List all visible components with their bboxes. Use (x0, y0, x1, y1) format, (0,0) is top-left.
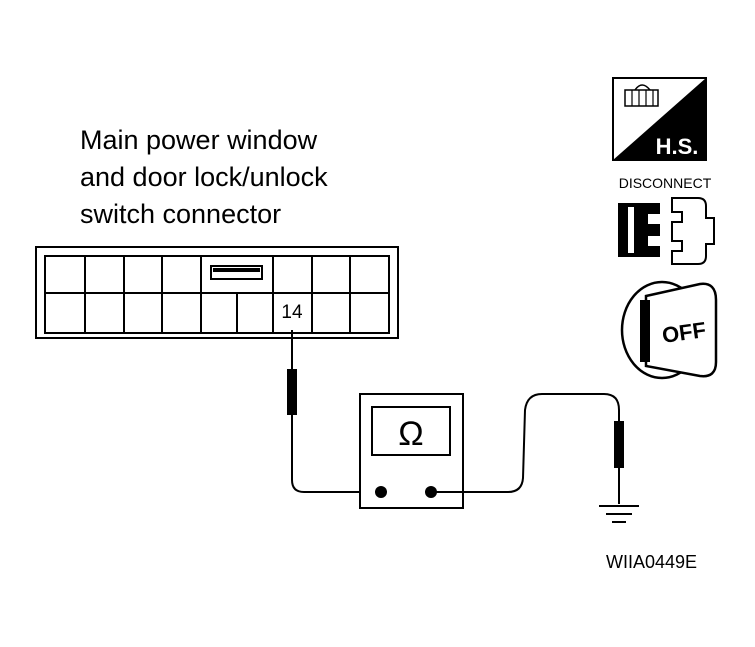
caption-line-2: and door lock/unlock (80, 162, 328, 192)
disconnect-icon (618, 197, 715, 265)
harness-side-icon (612, 77, 707, 161)
figure-id: WIIA0449E (606, 552, 698, 572)
ground-icon (599, 505, 639, 523)
caption-line-3: switch connector (80, 199, 282, 229)
right-probe (431, 393, 624, 504)
ignition-off-icon (620, 280, 718, 380)
ignition-off-label: OFF (660, 317, 707, 348)
connector-caption: Main power window and door lock/unlock s… (80, 122, 328, 233)
ohmmeter (359, 393, 464, 509)
switch-connector (35, 246, 399, 339)
caption-line-1: Main power window (80, 125, 318, 155)
terminal-14-label: 14 (281, 302, 303, 323)
ohm-symbol: Ω (398, 415, 423, 453)
disconnect-label: DISCONNECT (619, 175, 712, 191)
left-probe (287, 330, 381, 493)
hs-label: H.S. (656, 134, 699, 159)
